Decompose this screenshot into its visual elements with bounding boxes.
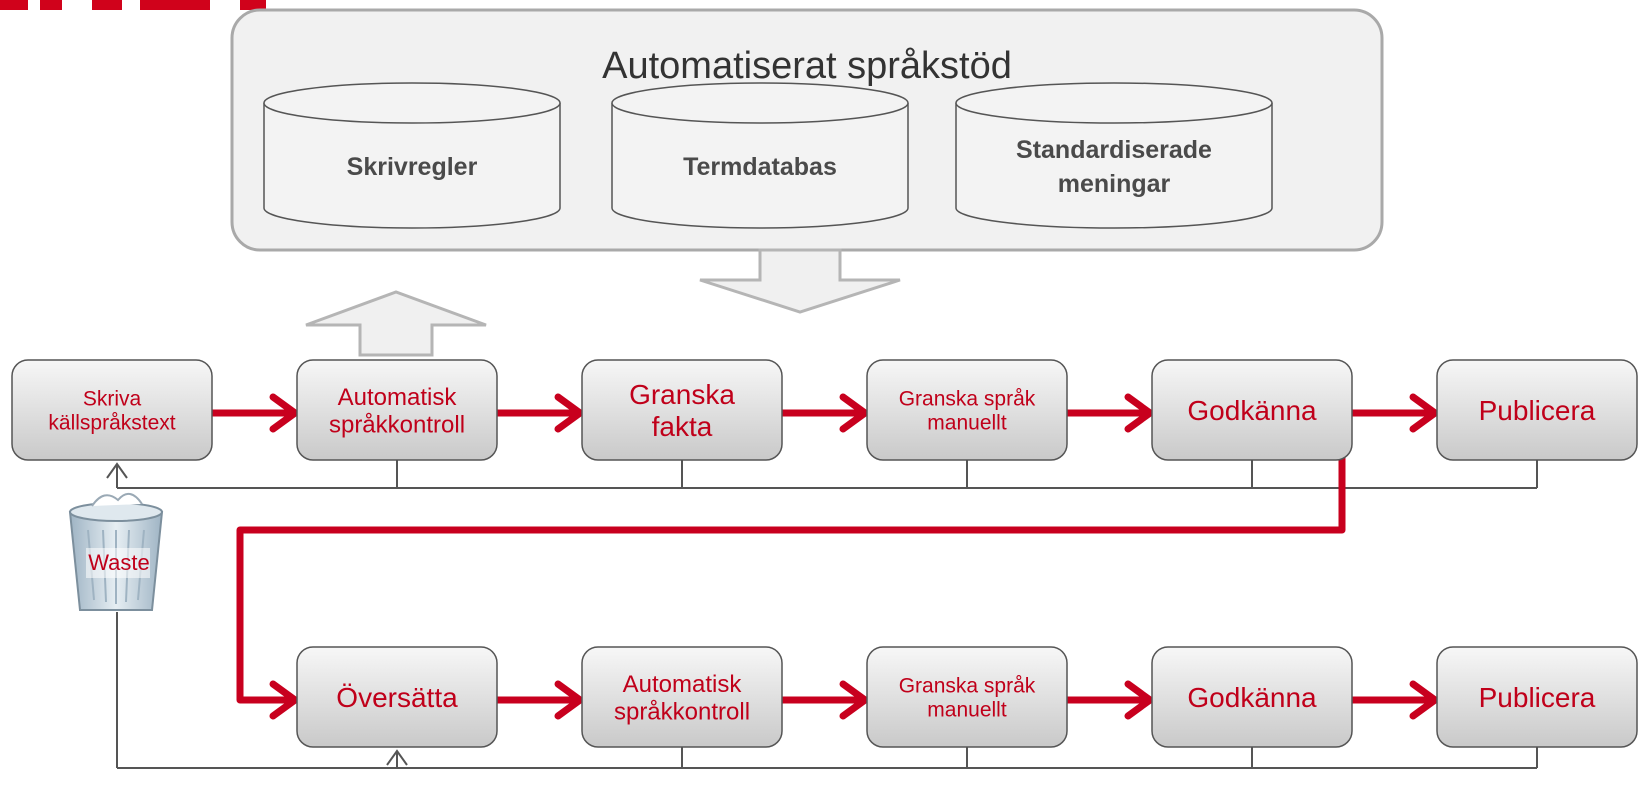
flow-arrowhead xyxy=(839,680,869,720)
waste-bin: Waste xyxy=(68,493,164,611)
process-step-label: språkkontroll xyxy=(329,411,465,438)
database-cylinder: Standardiserade meningar xyxy=(955,82,1273,229)
flow-arrowhead xyxy=(1409,680,1439,720)
process-step-label: Skriva xyxy=(83,387,142,410)
flow-arrowhead xyxy=(554,393,584,433)
process-step-label: Godkänna xyxy=(1187,395,1317,426)
database-cylinder: Termdatabas xyxy=(611,82,909,229)
process-step: Översätta xyxy=(296,646,498,748)
database-label: Termdatabas xyxy=(683,153,837,181)
flow-arrowhead xyxy=(269,680,299,720)
process-step-label: Publicera xyxy=(1479,682,1596,713)
process-step-label: Översätta xyxy=(336,682,458,713)
wrap-flow-arrow xyxy=(236,413,1346,704)
down-hollow-arrow xyxy=(699,248,901,314)
process-step-label: Publicera xyxy=(1479,395,1596,426)
process-step-label: Granska språk xyxy=(899,387,1036,410)
flow-arrowhead xyxy=(554,680,584,720)
flow-arrows xyxy=(212,393,1439,720)
panel-title: Automatiserat språkstöd xyxy=(602,45,1012,87)
header-title-fragment xyxy=(0,0,320,12)
process-step-label: manuellt xyxy=(927,699,1007,722)
process-step-label: fakta xyxy=(652,411,713,442)
flow-arrowhead xyxy=(1409,393,1439,433)
process-step-label: Granska språk xyxy=(899,674,1036,697)
database-cylinder: Skrivregler xyxy=(263,82,561,229)
waste-bin-rim xyxy=(69,502,163,522)
database-label: meningar xyxy=(1058,170,1171,198)
process-step-label: manuellt xyxy=(927,412,1007,435)
feedback-arrowhead xyxy=(386,749,408,766)
flow-arrowhead xyxy=(269,393,299,433)
feedback-connectors xyxy=(106,460,1538,769)
process-step: Godkänna xyxy=(1151,646,1353,748)
process-step-label: Automatisk xyxy=(338,384,458,411)
up-hollow-arrow xyxy=(305,290,487,357)
process-step: Godkänna xyxy=(1151,359,1353,461)
database-group: Skrivregler Termdatabas Standardiserade men… xyxy=(263,82,1273,229)
flow-arrowhead xyxy=(1124,393,1154,433)
process-step-label: språkkontroll xyxy=(614,698,750,725)
process-step-label: Granska xyxy=(629,379,735,410)
feedback-arrowhead xyxy=(106,462,128,479)
paper-icon xyxy=(91,493,143,507)
waste-label: Waste xyxy=(88,550,150,575)
process-step-label: Godkänna xyxy=(1187,682,1317,713)
process-step-label: Automatisk xyxy=(623,671,743,698)
process-step: Publicera xyxy=(1436,646,1638,748)
language-support-panel: Automatiserat språkstöd Skrivregler Termd… xyxy=(230,8,1384,252)
flow-arrowhead xyxy=(1124,680,1154,720)
database-label: Skrivregler xyxy=(347,153,478,181)
process-step-label: källspråkstext xyxy=(48,412,175,435)
flow-arrowhead xyxy=(839,393,869,433)
process-step: Publicera xyxy=(1436,359,1638,461)
database-label: Standardiserade xyxy=(1016,136,1212,164)
